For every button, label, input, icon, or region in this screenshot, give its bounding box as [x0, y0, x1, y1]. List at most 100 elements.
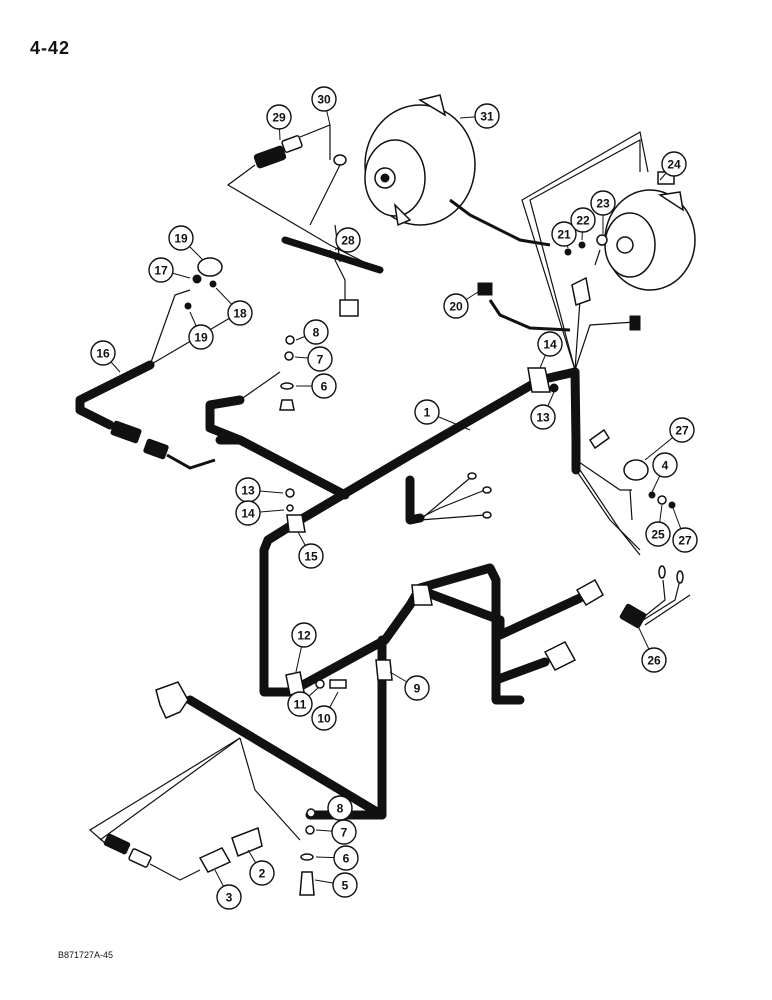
wire-center-c: [419, 514, 486, 521]
callout-label: 12: [297, 629, 311, 643]
callout-10: 10: [311, 691, 339, 731]
screw-13-left: [285, 488, 295, 498]
clamp-15: [286, 514, 306, 533]
callout-8: 8: [295, 319, 329, 345]
callout-label: 11: [294, 698, 307, 712]
callout-label: 31: [480, 110, 494, 124]
callout-circle: [645, 521, 671, 547]
wire-27a: [575, 459, 632, 491]
washer-25: [657, 495, 667, 505]
washer-4: [648, 491, 656, 499]
callout-label: 7: [317, 353, 324, 367]
harness-16-right: [205, 395, 245, 445]
callout-label: 6: [321, 380, 328, 394]
callout-19: 19: [188, 311, 214, 350]
wire-24b: [521, 131, 649, 371]
callout-circle: [311, 373, 337, 399]
terminal-right: [588, 428, 611, 450]
callout-circle: [249, 860, 275, 886]
connector-24c: [629, 315, 641, 331]
terminal-center-b: [467, 472, 477, 480]
callout-circle: [537, 331, 563, 357]
wire-24c: [574, 321, 636, 371]
callout-label: 14: [543, 338, 557, 352]
terminal-30: [333, 154, 347, 166]
callout-3: 3: [214, 869, 242, 910]
connector-lower-a: [103, 833, 131, 855]
wire-28: [329, 249, 346, 300]
callout-label: 16: [96, 347, 110, 361]
nut-8-upper: [285, 335, 295, 345]
callout-circle: [291, 622, 317, 648]
callout-circle: [333, 845, 359, 871]
callout-label: 25: [651, 528, 665, 542]
callout-label: 9: [414, 682, 421, 696]
callout-label: 21: [557, 228, 571, 242]
callout-circle: [404, 675, 430, 701]
callout-circle: [652, 452, 678, 478]
connector-26: [619, 603, 647, 629]
callout-label: 20: [449, 300, 463, 314]
callout-25: 25: [645, 504, 671, 547]
callout-7: 7: [294, 346, 333, 372]
callout-circle: [168, 225, 194, 251]
washer-14-left: [286, 504, 294, 512]
callout-14: 14: [235, 500, 285, 526]
wire-center-b: [419, 477, 471, 521]
connector-16b: [143, 438, 169, 460]
callout-circle: [661, 151, 687, 177]
callout-circle: [332, 872, 358, 898]
callout-circle: [216, 884, 242, 910]
wire-26a: [639, 579, 666, 621]
callout-7: 7: [315, 819, 357, 845]
connector-29: [253, 145, 287, 169]
callout-label: 23: [596, 197, 610, 211]
callout-circle: [414, 399, 440, 425]
wire-27d: [629, 489, 633, 521]
washer-7-upper: [284, 351, 294, 361]
callout-29: 29: [266, 104, 292, 141]
sender-19: [197, 257, 223, 277]
callout-circle: [669, 417, 695, 443]
lockwasher-23: [596, 234, 608, 246]
callout-label: 28: [341, 234, 355, 248]
callout-30: 30: [311, 86, 337, 126]
wire-lower-c: [239, 737, 301, 841]
bolt-10: [329, 679, 347, 689]
switch-3: [198, 847, 232, 873]
screw-19: [184, 302, 192, 310]
washer-6-upper: [280, 382, 294, 390]
callout-label: 1: [424, 406, 431, 420]
callout-circle: [551, 221, 577, 247]
callout-circle: [227, 300, 253, 326]
washer-22: [578, 241, 586, 249]
callout-label: 5: [342, 879, 349, 893]
callout-label: 8: [337, 802, 344, 816]
callout-22: 22: [570, 207, 596, 241]
callout-circle: [474, 103, 500, 129]
connector-lower-b: [128, 848, 152, 868]
callout-circle: [530, 404, 556, 430]
callout-label: 17: [154, 264, 168, 278]
callout-12: 12: [291, 622, 317, 673]
screw-13: [549, 383, 559, 393]
callout-label: 2: [259, 867, 266, 881]
callout-6: 6: [296, 373, 337, 399]
callout-20: 20: [443, 291, 479, 319]
wire-center-a: [419, 489, 486, 519]
callout-24: 24: [659, 151, 687, 181]
callout-26: 26: [637, 625, 667, 673]
screw-27: [668, 501, 676, 509]
callout-1: 1: [414, 399, 471, 431]
callout-label: 22: [576, 214, 590, 228]
harness-16: [75, 360, 155, 430]
harness-branch-right: [415, 585, 585, 640]
callout-circle: [311, 86, 337, 112]
callout-circle: [311, 705, 337, 731]
wire-upper-sender: [239, 371, 281, 401]
callout-circle: [148, 257, 174, 283]
wire-lower-a: [88, 737, 241, 844]
callout-9: 9: [389, 671, 430, 701]
callout-17: 17: [148, 257, 191, 283]
callout-label: 14: [241, 507, 255, 521]
